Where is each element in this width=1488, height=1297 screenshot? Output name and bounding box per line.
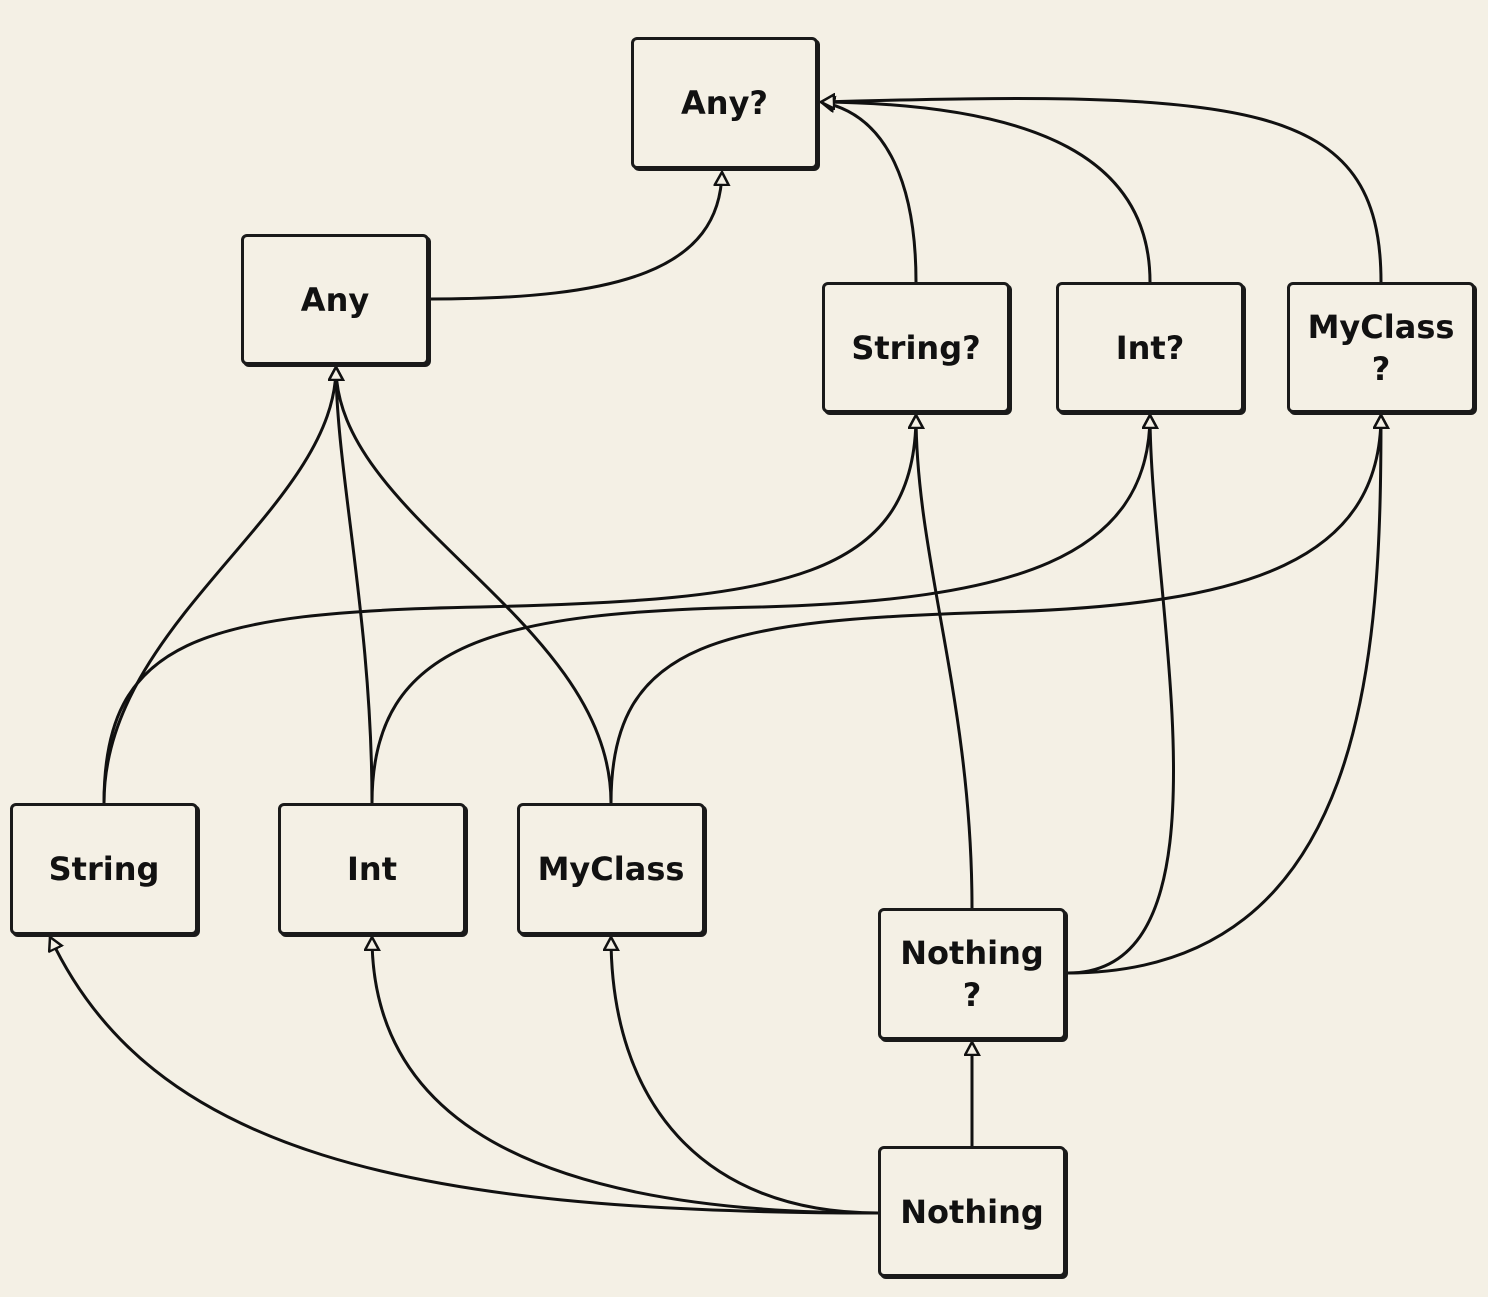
edge-myclass-nullable-to-any-nullable (821, 99, 1383, 283)
node-myclass: MyClass (517, 803, 705, 935)
edge-nothing-to-myclass (611, 937, 879, 1215)
node-string-nullable: String? (822, 282, 1010, 413)
node-myclass-nullable: MyClass ? (1287, 282, 1475, 413)
edge-string-to-string-nullable (102, 415, 916, 804)
edge-string-to-any (102, 367, 336, 804)
node-any: Any (241, 234, 429, 365)
node-label: Any? (681, 84, 768, 122)
node-label: Any (300, 280, 370, 319)
edge-int-nullable-to-any-nullable (821, 102, 1152, 283)
edge-any-to-any-nullable (429, 172, 722, 301)
node-label: Nothing ? (900, 934, 1044, 1014)
node-nothing-nullable: Nothing ? (878, 908, 1066, 1040)
edge-nothing-nullable-to-string-nullable (916, 415, 974, 909)
node-int: Int (278, 803, 466, 935)
edge-string-nullable-to-any-nullable (821, 102, 918, 283)
edge-nothing-nullable-to-int-nullable (1067, 415, 1175, 975)
node-label: MyClass (537, 850, 685, 888)
edge-int-to-any (336, 367, 374, 804)
node-label: Int? (1115, 328, 1185, 367)
node-label: Nothing (900, 1192, 1044, 1231)
node-string: String (10, 803, 198, 935)
node-any-nullable: Any? (631, 37, 818, 169)
edge-myclass-to-myclass-nullable (609, 415, 1381, 804)
node-nothing: Nothing (878, 1146, 1066, 1277)
edge-nothing-nullable-to-myclass-nullable (1067, 415, 1381, 975)
node-label: MyClass ? (1307, 307, 1455, 388)
edge-nothing-to-string (50, 937, 879, 1215)
node-int-nullable: Int? (1056, 282, 1244, 413)
edge-int-to-int-nullable (370, 415, 1150, 804)
node-label: String (48, 850, 160, 888)
node-label: Int (347, 850, 397, 888)
node-label: String? (851, 328, 981, 367)
edge-myclass-to-any (336, 367, 613, 804)
edge-nothing-to-int (372, 937, 879, 1215)
